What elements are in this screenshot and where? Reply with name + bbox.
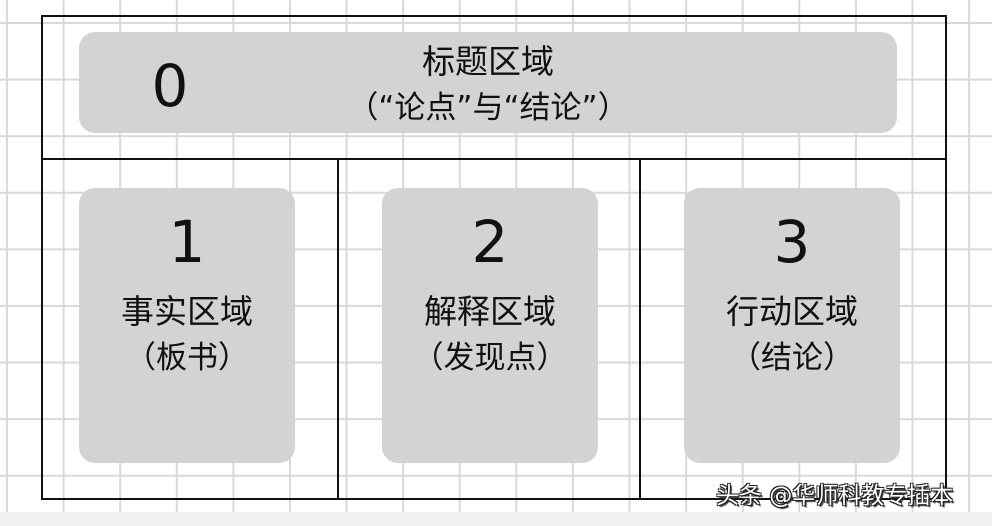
panel-title: 事实区域 <box>121 292 253 331</box>
header-area-subtitle: （“论点”与“结论”） <box>347 90 629 126</box>
panel-action: 3 行动区域 （结论） <box>684 188 900 463</box>
panel-explanation: 2 解释区域 （发现点） <box>382 188 598 463</box>
panel-title: 解释区域 <box>424 292 556 331</box>
header-area-title: 标题区域 <box>422 42 554 81</box>
column-divider-2 <box>639 158 641 500</box>
header-area-number: 0 <box>151 52 189 120</box>
watermark-text: 头条 @华师科教专插本 <box>716 483 954 509</box>
panel-facts: 1 事实区域 （板书） <box>79 188 295 463</box>
header-area-box <box>79 32 897 133</box>
panel-subtitle: （发现点） <box>412 340 568 376</box>
panel-number: 3 <box>773 208 811 276</box>
panel-number: 1 <box>168 208 206 276</box>
panel-subtitle: （结论） <box>730 340 854 376</box>
panel-subtitle: （板书） <box>125 340 249 376</box>
bottom-band <box>0 512 992 526</box>
column-divider-1 <box>337 158 339 500</box>
header-divider <box>41 158 947 160</box>
layout-frame <box>41 15 947 500</box>
panel-title: 行动区域 <box>726 292 858 331</box>
panel-number: 2 <box>471 208 509 276</box>
